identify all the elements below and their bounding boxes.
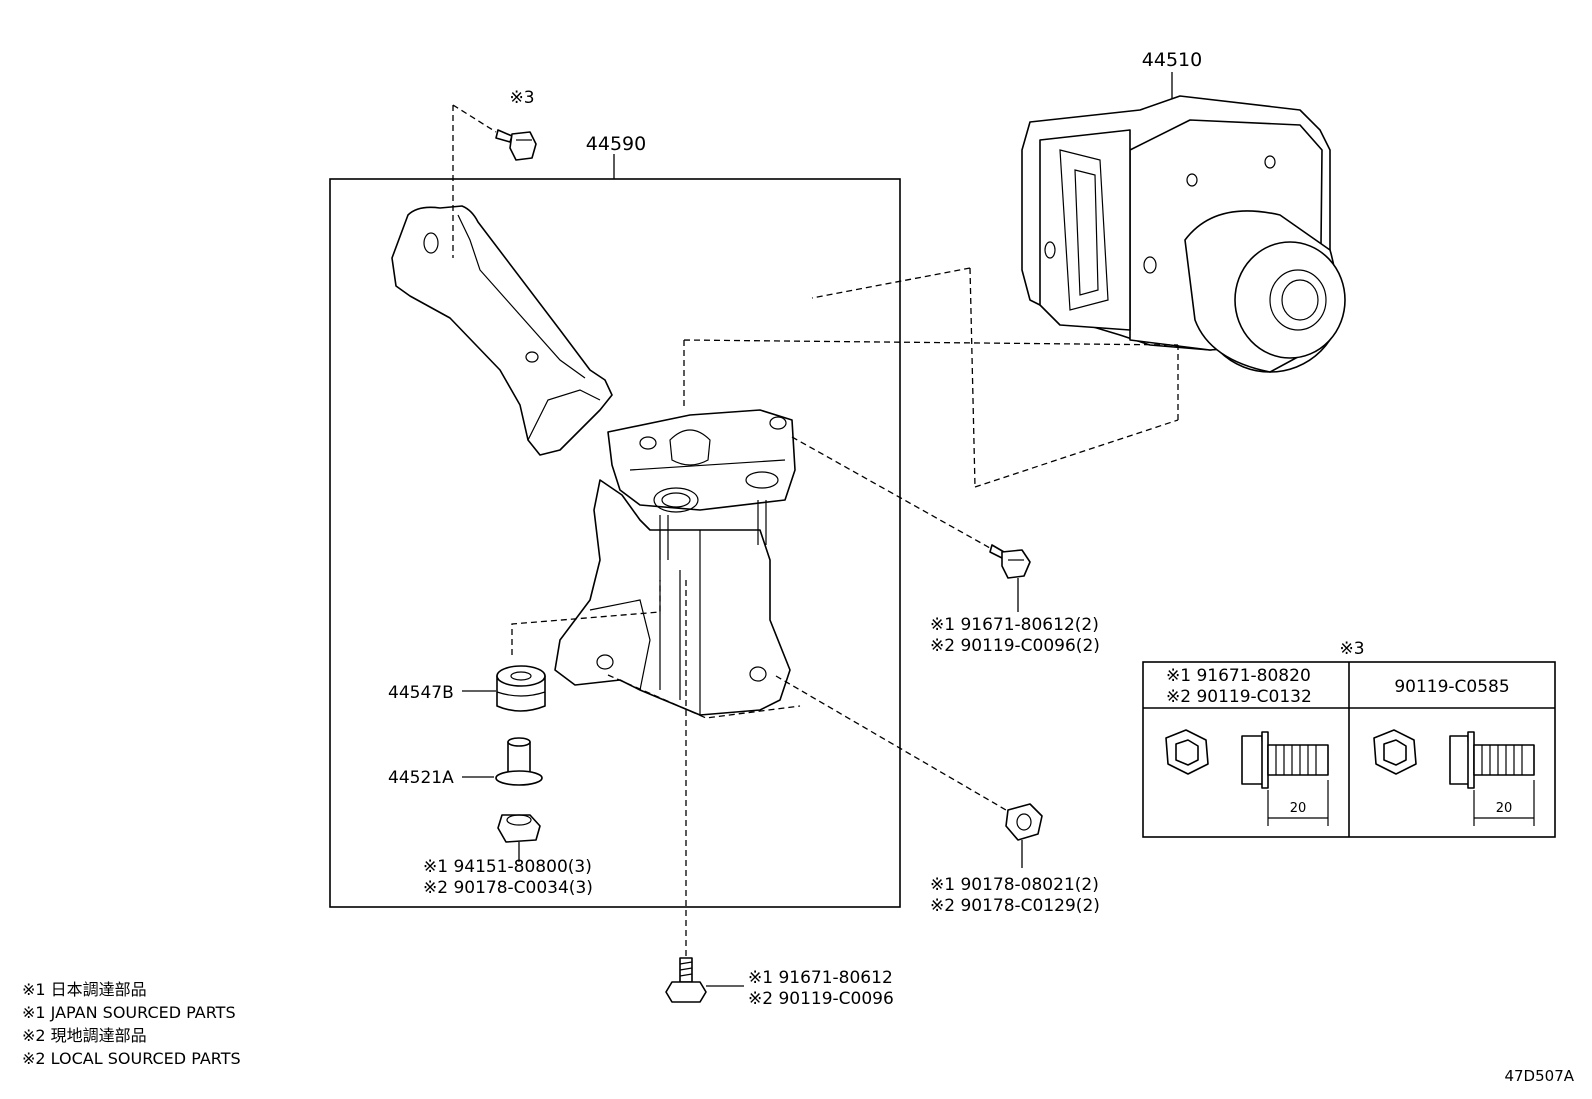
spec-table [1142, 661, 1556, 838]
collar[interactable] [495, 737, 543, 786]
legend-line: ※2 LOCAL SOURCED PARTS [22, 1049, 241, 1068]
legend: ※1 日本調達部品 ※1 JAPAN SOURCED PARTS ※2 現地調達… [22, 978, 241, 1070]
cushion[interactable] [496, 665, 546, 712]
abs-actuator[interactable] [1021, 95, 1346, 373]
legend-line: ※1 日本調達部品 [22, 980, 147, 999]
spec-col1-bolt [1165, 729, 1329, 826]
right-bolt-l1: ※1 91671-80612(2) [930, 615, 1099, 635]
spec-col2-dimension: 20 [1496, 801, 1513, 816]
left-nut-l1: ※1 94151-80800(3) [423, 857, 592, 877]
spec-col2-bolt [1373, 729, 1535, 826]
top-bolt[interactable] [495, 129, 537, 161]
bottom-bolt-l2: ※2 90119-C0096 [748, 989, 894, 1009]
spec-col2-l1: 90119-C0585 [1394, 677, 1509, 697]
legend-line: ※2 現地調達部品 [22, 1026, 147, 1045]
right-bolt-l2: ※2 90119-C0096(2) [930, 636, 1100, 656]
bottom-bolt-l1: ※1 91671-80612 [748, 968, 893, 988]
bracket-assembly-frame [329, 178, 901, 908]
spec-col1-dimension: 20 [1290, 801, 1307, 816]
diagram-reference-code: 47D507A [1504, 1067, 1574, 1085]
spec-col1-l1: ※1 91671-80820 [1166, 666, 1311, 686]
spec-table-title: ※3 [1339, 639, 1364, 659]
top-bolt-ref: ※3 [509, 88, 534, 108]
part-label-44510[interactable]: 44510 [1142, 49, 1202, 71]
left-nut-l2: ※2 90178-C0034(3) [423, 878, 593, 898]
abs-bracket[interactable] [391, 205, 796, 716]
right-nut[interactable] [1005, 803, 1043, 841]
bottom-bolt[interactable] [665, 957, 707, 1003]
right-nut-l2: ※2 90178-C0129(2) [930, 896, 1100, 916]
part-label-44521A[interactable]: 44521A [388, 768, 454, 788]
left-nut[interactable] [497, 814, 541, 843]
legend-line: ※1 JAPAN SOURCED PARTS [22, 1003, 236, 1022]
spec-col1-l2: ※2 90119-C0132 [1166, 687, 1312, 707]
right-nut-l1: ※1 90178-08021(2) [930, 875, 1099, 895]
right-bolt[interactable] [989, 544, 1031, 579]
part-label-44590[interactable]: 44590 [586, 133, 646, 155]
part-label-44547B[interactable]: 44547B [388, 683, 454, 703]
